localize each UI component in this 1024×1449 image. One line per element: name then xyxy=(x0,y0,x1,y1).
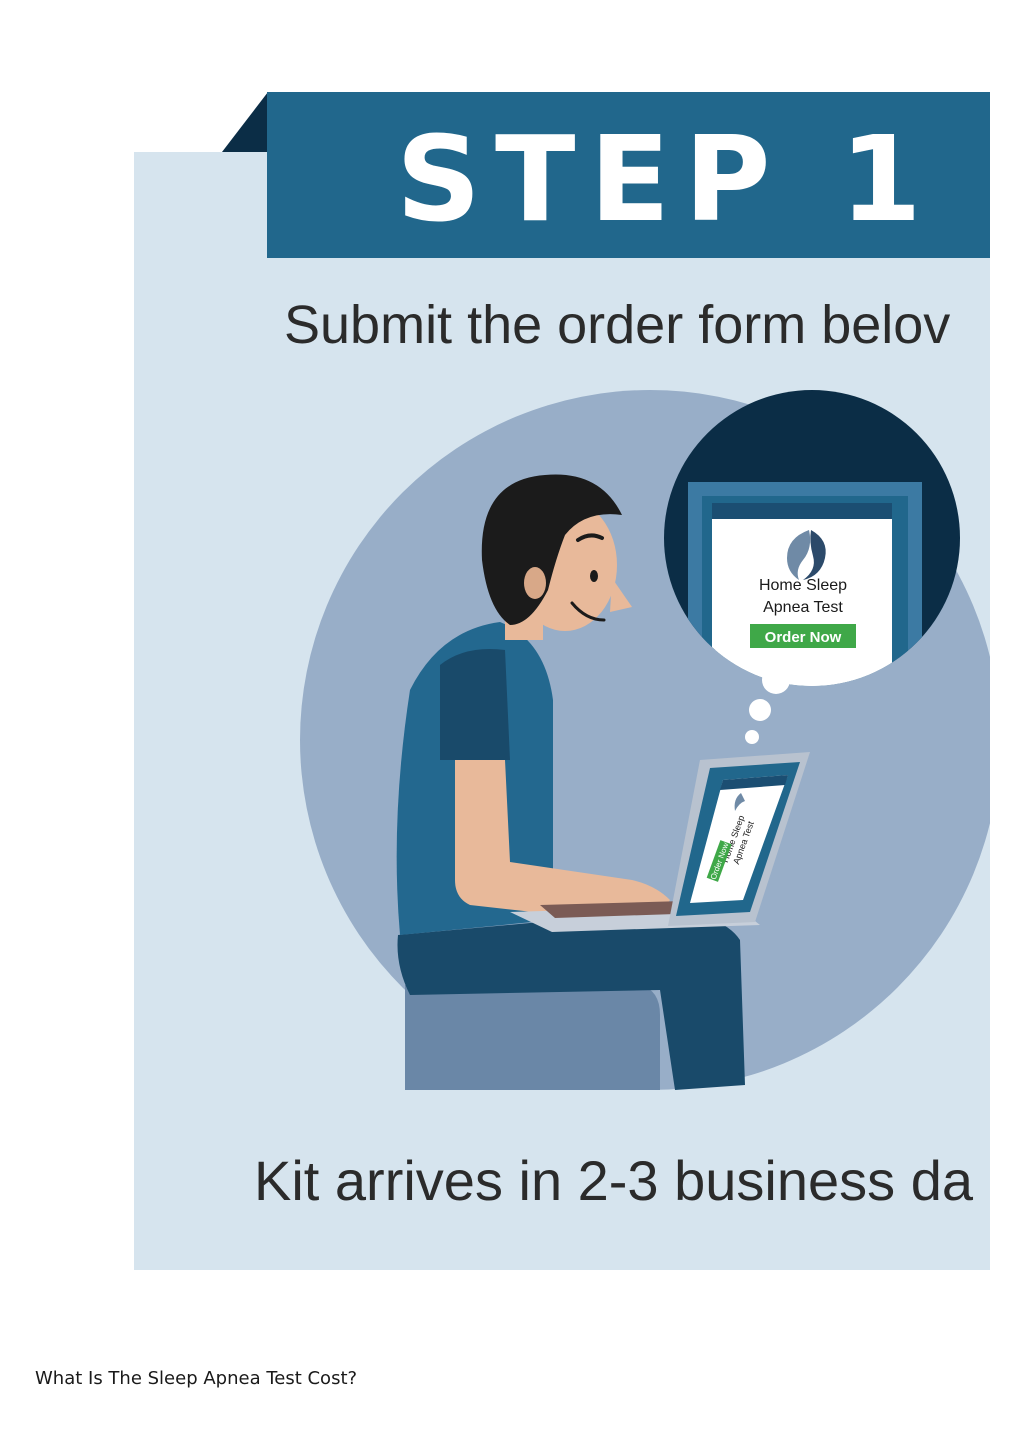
bubble-order-now-label: Order Now xyxy=(765,629,842,646)
delivery-text: Kit arrives in 2-3 business da xyxy=(254,1149,974,1212)
page-caption: What Is The Sleep Apnea Test Cost? xyxy=(35,1368,358,1389)
bench xyxy=(405,985,660,1090)
step-one-graphic: STEP 1 Submit the order form belov Home … xyxy=(134,92,990,1270)
bubble-order-now-button xyxy=(750,624,856,648)
laptop-order-now-button xyxy=(706,840,732,882)
bubble-product-line-2: Apnea Test xyxy=(763,599,843,616)
step-label: STEP 1 xyxy=(396,110,936,248)
step-banner xyxy=(267,92,990,258)
man-illustration xyxy=(396,474,745,1090)
thought-bubble: Home Sleep Apnea Test Order Now xyxy=(664,390,960,744)
headline: Submit the order form belov xyxy=(284,295,950,355)
bubble-product-line-1: Home Sleep xyxy=(759,577,847,594)
laptop: Home Sleep Apnea Test Order Now xyxy=(510,752,810,932)
banner-fold xyxy=(222,92,268,152)
